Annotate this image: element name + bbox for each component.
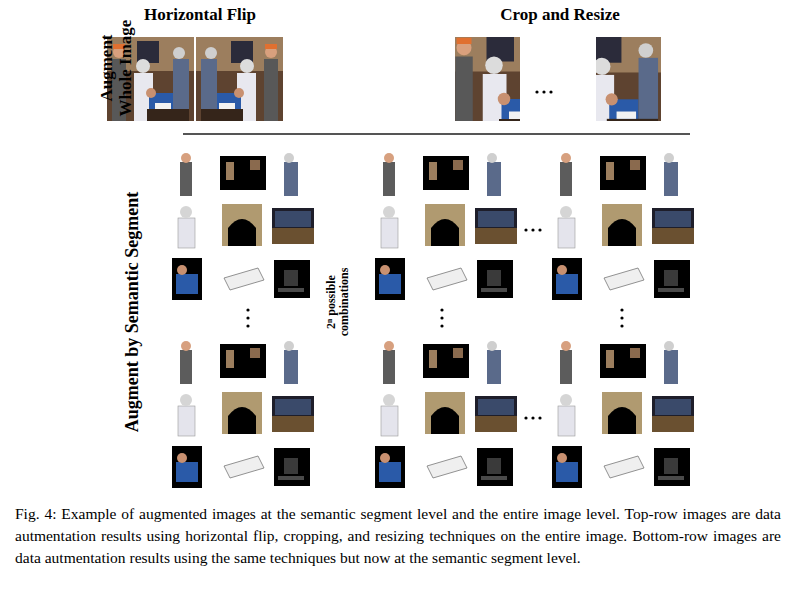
row-heading: Augment by Semantic Segment bbox=[123, 192, 143, 433]
column-heading: Horizontal Flip bbox=[144, 5, 256, 25]
figure-caption: Fig. 4: Example of augmented images at t… bbox=[15, 503, 781, 569]
column-heading: Crop and Resize bbox=[500, 5, 620, 25]
row-heading: Augment Whole Image bbox=[98, 12, 135, 124]
combination-note: 2ⁿ possible combinations bbox=[325, 254, 351, 350]
